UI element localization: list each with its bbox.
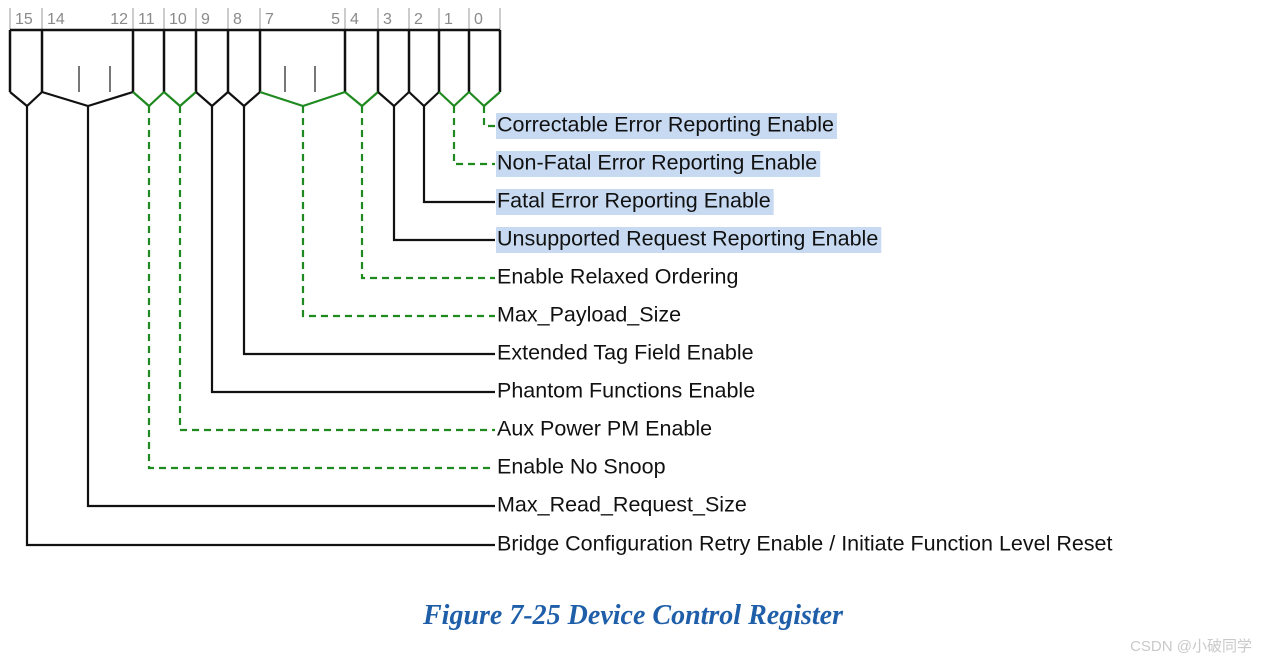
leader-line-bits-0 (482, 106, 495, 128)
field-label-bits-2: Fatal Error Reporting Enable (497, 189, 771, 213)
bit-number-3: 3 (383, 11, 392, 28)
bit-number-2: 2 (414, 11, 423, 28)
leader-line-bits-15 (25, 106, 495, 547)
field-label-bits-14:12: Max_Read_Request_Size (497, 493, 747, 517)
field-bracket-bits-1 (438, 91, 470, 108)
label-highlight-bits-3 (496, 227, 882, 253)
label-highlight-bits-1 (496, 151, 821, 177)
leader-line-bits-3 (392, 106, 495, 242)
leader-line-bits-1 (452, 106, 495, 166)
field-label-bits-15: Bridge Configuration Retry Enable / Init… (497, 532, 1113, 556)
field-label-bits-0: Correctable Error Reporting Enable (497, 113, 834, 137)
figure-caption: Figure 7-25 Device Control Register (423, 600, 843, 631)
leader-line-bits-8 (242, 106, 495, 356)
leader-line-bits-9 (210, 106, 495, 394)
bit-number-0: 0 (474, 11, 483, 28)
bit-number-12: 12 (110, 11, 128, 28)
leader-line-bits-14:12 (86, 106, 495, 508)
bit-number-11: 11 (138, 11, 155, 28)
bit-number-9: 9 (201, 11, 210, 28)
field-label-bits-8: Extended Tag Field Enable (497, 341, 754, 365)
field-label-bits-11: Enable No Snoop (497, 455, 666, 479)
field-bracket-bits-15 (9, 91, 43, 108)
leader-line-bits-4 (360, 106, 495, 280)
field-bracket-bits-4 (344, 91, 379, 108)
field-label-bits-1: Non-Fatal Error Reporting Enable (497, 151, 817, 175)
field-bracket-bits-10 (163, 91, 197, 108)
leader-lines (25, 106, 495, 547)
label-highlight-bits-2 (496, 189, 774, 215)
bit-number-14: 14 (47, 11, 65, 28)
field-label-bits-10: Aux Power PM Enable (497, 417, 712, 441)
field-labels: Correctable Error Reporting EnableNon-Fa… (497, 113, 1113, 556)
field-bracket-bits-11 (132, 91, 165, 108)
csdn-watermark: CSDN @小破同学 (1130, 638, 1252, 655)
leader-line-bits-7:5 (301, 106, 495, 318)
label-highlight-bits-0 (496, 113, 837, 139)
field-label-bits-4: Enable Relaxed Ordering (497, 265, 738, 289)
field-label-bits-9: Phantom Functions Enable (497, 379, 755, 403)
bit-number-8: 8 (233, 11, 242, 28)
label-highlights (496, 113, 882, 253)
bit-number-7: 7 (265, 11, 274, 28)
field-bracket-bits-2 (408, 91, 440, 108)
field-bracket-bits-8 (227, 91, 261, 108)
field-label-bits-7:5: Max_Payload_Size (497, 303, 681, 327)
field-brackets (9, 90, 501, 108)
field-bracket-bits-0 (468, 91, 501, 108)
bit-number-1: 1 (444, 11, 453, 28)
leader-line-bits-11 (147, 106, 495, 470)
field-label-bits-3: Unsupported Request Reporting Enable (497, 227, 878, 251)
leader-line-bits-2 (422, 106, 495, 204)
bit-number-4: 4 (350, 11, 359, 28)
bit-number-10: 10 (169, 11, 187, 28)
field-bracket-bits-3 (377, 91, 410, 108)
bit-number-5: 5 (331, 11, 340, 28)
leader-line-bits-10 (178, 106, 495, 432)
field-bracket-bits-9 (195, 91, 229, 108)
field-bracket-bits-14:12 (41, 90, 134, 108)
field-bracket-bits-7:5 (259, 90, 346, 108)
bit-cell-row (8, 28, 502, 92)
bit-number-15: 15 (15, 11, 33, 28)
